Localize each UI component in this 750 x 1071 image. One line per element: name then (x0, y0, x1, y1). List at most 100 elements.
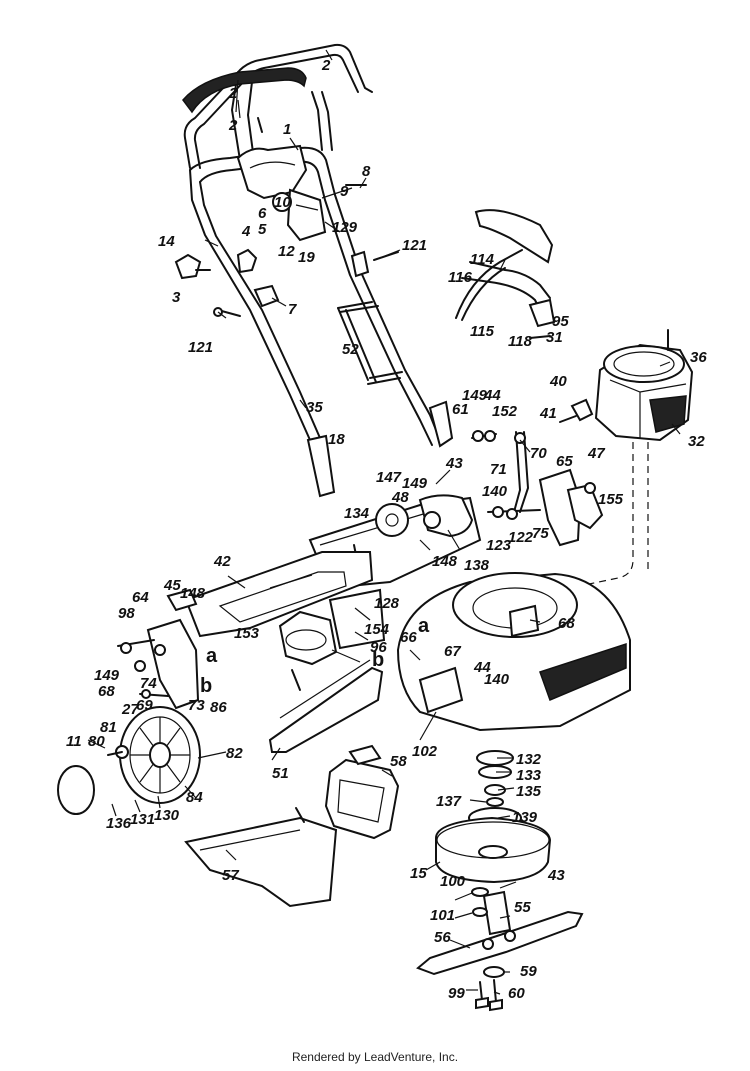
callout-118: 118 (508, 333, 533, 350)
callout-2a: 2 (321, 57, 331, 74)
callout-9: 9 (340, 183, 349, 200)
callout-115: 115 (470, 323, 495, 340)
callout-57: 57 (222, 867, 239, 884)
callout-155: 155 (598, 491, 624, 508)
callout-132: 132 (516, 751, 542, 768)
callout-81: 81 (100, 719, 117, 736)
callout-18: 18 (328, 431, 345, 448)
mower-deck (396, 572, 631, 732)
callout-69: 69 (136, 697, 153, 714)
callout-99: 99 (448, 985, 465, 1002)
callout-68a: 68 (98, 683, 115, 700)
callout-19: 19 (298, 249, 315, 266)
callout-14: 14 (158, 233, 175, 250)
callout-136: 136 (106, 815, 132, 832)
rear-wheel (107, 706, 201, 804)
callout-b-left: b (200, 675, 212, 697)
callout-6: 6 (258, 205, 267, 222)
callout-140a: 140 (482, 483, 508, 500)
callout-47: 47 (587, 445, 605, 462)
callout-135: 135 (516, 783, 542, 800)
callout-55: 55 (514, 899, 531, 916)
callout-122: 122 (508, 529, 534, 546)
callout-152: 152 (492, 403, 518, 420)
callout-41: 41 (539, 405, 557, 422)
callout-96: 96 (370, 639, 387, 656)
blade (416, 887, 584, 1012)
callout-73: 73 (188, 697, 205, 714)
callout-1: 1 (283, 121, 291, 138)
callout-2c: 2 (228, 117, 238, 134)
callout-43b: 43 (547, 867, 565, 884)
callout-36: 36 (690, 349, 707, 366)
callout-45: 45 (163, 577, 181, 594)
callout-15: 15 (410, 865, 427, 882)
callout-138: 138 (464, 557, 490, 574)
callout-8: 8 (362, 163, 371, 180)
callout-100: 100 (440, 873, 466, 890)
callout-130: 130 (154, 807, 180, 824)
callout-11: 11 (66, 733, 82, 750)
callout-82: 82 (226, 745, 243, 762)
leader-lines (87, 49, 681, 995)
callout-31: 31 (546, 329, 563, 346)
callout-70: 70 (530, 445, 547, 462)
baffle (278, 610, 338, 691)
callout-58: 58 (390, 753, 407, 770)
callout-149c: 149 (94, 667, 120, 684)
chute-deflector (268, 659, 384, 753)
callout-48: 48 (391, 489, 409, 506)
callout-43a: 43 (445, 455, 463, 472)
grass-bag (184, 807, 338, 908)
callout-4: 4 (241, 223, 251, 240)
callout-116: 116 (448, 269, 473, 286)
callout-149a: 149 (462, 387, 488, 404)
callout-60: 60 (508, 985, 525, 1002)
callout-101: 101 (430, 907, 455, 924)
callout-102: 102 (412, 743, 438, 760)
callout-a-right: a (418, 615, 430, 637)
callout-44a: 44 (483, 387, 501, 404)
callout-86: 86 (210, 699, 227, 716)
callout-149b: 149 (402, 475, 428, 492)
callout-121b: 121 (188, 339, 213, 356)
callout-64: 64 (132, 589, 149, 606)
callout-35: 35 (306, 399, 323, 416)
callout-134: 134 (344, 505, 370, 522)
footer-credit: Rendered by LeadVenture, Inc. (291, 1050, 459, 1064)
callout-44b: 44 (473, 659, 491, 676)
callout-65: 65 (556, 453, 573, 470)
callout-123: 123 (486, 537, 512, 554)
callout-129: 129 (332, 219, 358, 236)
callout-2b: 2 (228, 85, 238, 102)
callout-27: 27 (121, 701, 139, 718)
callout-128: 128 (374, 595, 400, 612)
callout-148b: 148 (180, 585, 206, 602)
bag-frame (455, 209, 556, 339)
lower-handle (189, 144, 454, 498)
callout-148a: 148 (432, 553, 458, 570)
callout-32: 32 (688, 433, 705, 450)
callout-147: 147 (376, 469, 402, 486)
callout-121a: 121 (402, 237, 427, 254)
engine (559, 329, 694, 442)
callout-40: 40 (549, 373, 567, 390)
callout-80: 80 (88, 733, 105, 750)
callout-66: 66 (400, 629, 417, 646)
blade-adapter-stack (435, 750, 552, 884)
callout-b-right: b (372, 649, 384, 671)
callout-12: 12 (278, 243, 295, 260)
callout-131: 131 (130, 811, 155, 828)
mulch-plug (324, 744, 400, 840)
callout-42: 42 (213, 553, 231, 570)
callout-52: 52 (342, 341, 359, 358)
callout-95: 95 (552, 313, 569, 330)
hub-cap (57, 765, 95, 815)
callout-5: 5 (258, 221, 267, 238)
callout-labels: 2 2 2 1 8 9 10 6 5 12 19 129 14 4 3 121 … (66, 57, 707, 1002)
callout-140b: 140 (484, 671, 510, 688)
linkage (513, 431, 649, 591)
upper-handle (182, 43, 373, 169)
callout-61: 61 (452, 401, 469, 418)
